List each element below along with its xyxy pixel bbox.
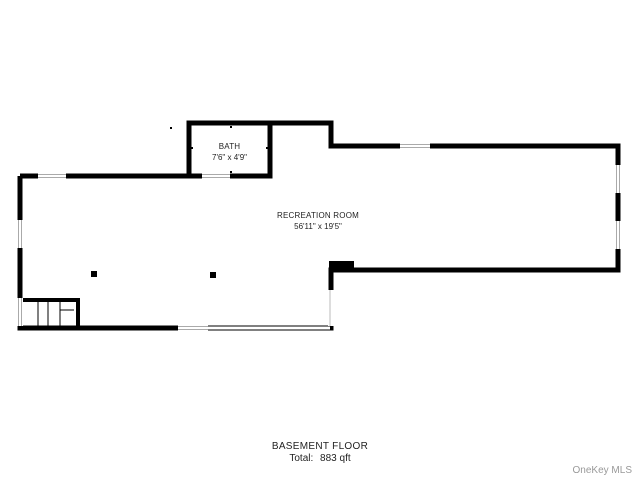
recreation-room-dims: 56'11" x 19'5" (294, 222, 342, 231)
wall-ticks (170, 126, 268, 328)
total-value: 883 qft (320, 453, 351, 464)
column-post (91, 271, 97, 277)
bath-dims: 7'6" x 4'9" (212, 153, 247, 162)
column-block (329, 261, 354, 272)
windows (17, 143, 621, 331)
floor-total: Total: 883 qft (0, 453, 640, 464)
stairs (22, 298, 80, 328)
total-label: Total: (289, 453, 314, 464)
recreation-room-name: RECREATION ROOM (277, 211, 359, 220)
bath-label: BATH 7'6" x 4'9" (189, 141, 270, 163)
floor-title: BASEMENT FLOOR (271, 441, 369, 452)
column-post (210, 272, 216, 278)
recreation-room-label: RECREATION ROOM 56'11" x 19'5" (258, 210, 378, 232)
watermark: OneKey MLS (572, 465, 632, 476)
exterior-wall (17, 120, 621, 331)
bath-name: BATH (218, 142, 241, 151)
